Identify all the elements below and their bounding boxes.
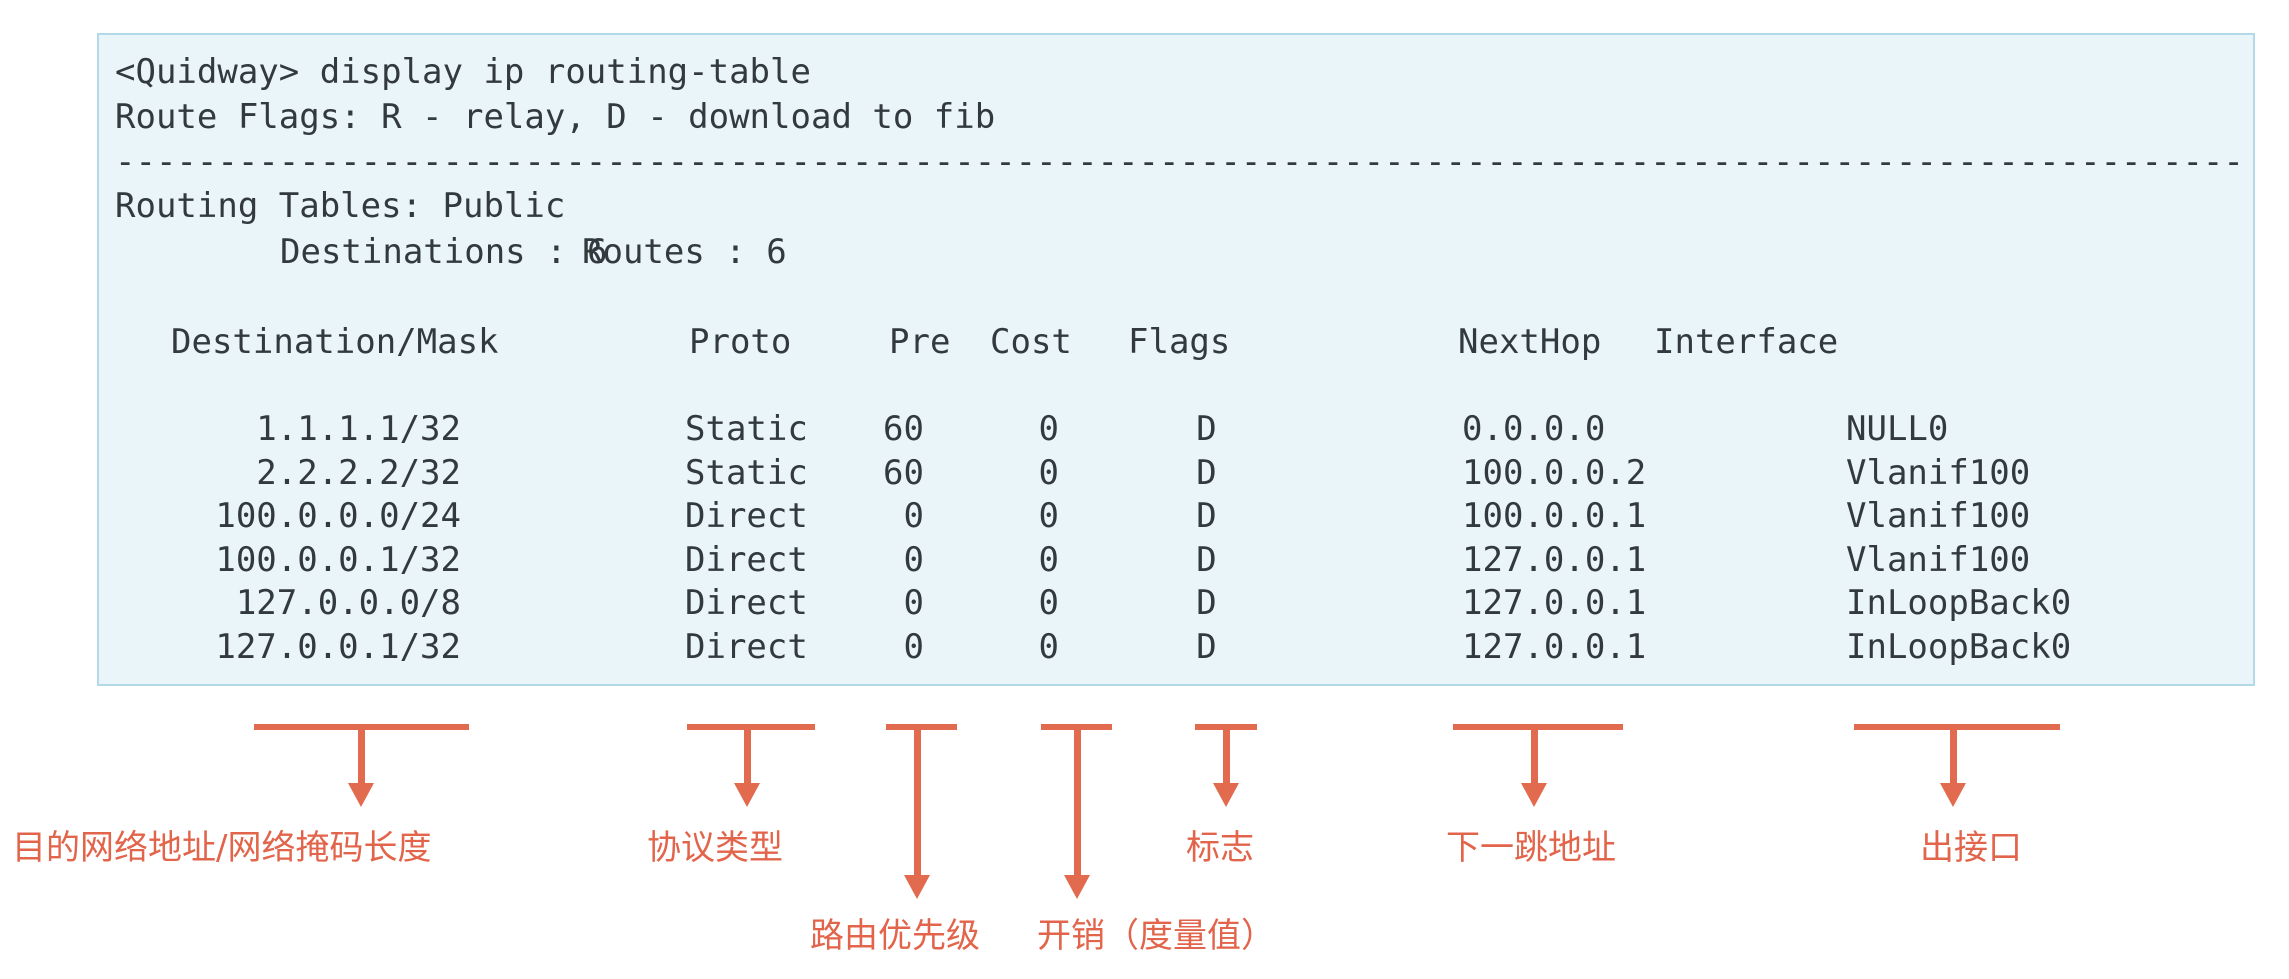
cell-nexthop: 127.0.0.1 <box>1462 583 1647 623</box>
arrow-bar <box>1041 724 1112 730</box>
cell-flags: D <box>1196 583 1217 623</box>
down-arrow-icon <box>904 875 930 899</box>
cell-pre: 0 <box>903 583 924 623</box>
route-flags-line: Route Flags: R - relay, D - download to … <box>99 95 2253 139</box>
summary-line: Destinations : 6 Routes : 6 <box>99 230 2253 274</box>
arrow-stem <box>1950 730 1957 783</box>
destinations-count: Destinations : 6 <box>280 232 608 272</box>
cell-cost: 0 <box>1038 583 1059 623</box>
arrow-stem <box>358 730 365 783</box>
cell-nexthop: 0.0.0.0 <box>1462 409 1606 449</box>
arrow-bar <box>687 724 815 730</box>
annotation-label-proto: 协议类型 <box>647 828 783 868</box>
routes-count: Routes : 6 <box>582 232 787 272</box>
cell-nexthop: 100.0.0.2 <box>1462 453 1647 493</box>
down-arrow-icon <box>348 783 374 807</box>
arrow-bar <box>1195 724 1257 730</box>
cell-flags: D <box>1196 496 1217 536</box>
annotation-label-flags: 标志 <box>1186 828 1254 868</box>
annotation-label-nexthop: 下一跳地址 <box>1446 828 1616 868</box>
cell-destination: 127.0.0.0/8 <box>235 583 461 623</box>
header-proto: Proto <box>689 322 792 362</box>
header-destination-mask: Destination/Mask <box>171 322 499 362</box>
command-text: <Quidway> display ip routing-table <box>115 52 811 92</box>
annotation-label-pre: 路由优先级 <box>810 916 980 956</box>
cell-pre: 0 <box>903 540 924 580</box>
table-header-row: Destination/Mask Proto Pre Cost Flags Ne… <box>99 320 2253 364</box>
table-row: 127.0.0.0/8 Direct 0 0 D 127.0.0.1 InLoo… <box>99 581 2253 625</box>
arrow-stem <box>1074 730 1081 875</box>
cell-pre: 60 <box>883 409 924 449</box>
cell-cost: 0 <box>1038 540 1059 580</box>
cell-destination: 1.1.1.1/32 <box>256 409 461 449</box>
cell-cost: 0 <box>1038 627 1059 667</box>
arrow-bar <box>886 724 957 730</box>
command-line: <Quidway> display ip routing-table <box>99 50 2253 94</box>
header-flags: Flags <box>1128 322 1231 362</box>
routing-tables-line: Routing Tables: Public <box>99 184 2253 228</box>
cell-interface: InLoopBack0 <box>1846 627 2072 667</box>
table-row: 100.0.0.1/32 Direct 0 0 D 127.0.0.1 Vlan… <box>99 538 2253 582</box>
cell-nexthop: 127.0.0.1 <box>1462 627 1647 667</box>
arrow-stem <box>1223 730 1230 783</box>
cell-proto: Static <box>685 453 808 493</box>
cell-interface: Vlanif100 <box>1846 496 2031 536</box>
cell-cost: 0 <box>1038 453 1059 493</box>
cell-proto: Direct <box>685 583 808 623</box>
header-nexthop: NextHop <box>1458 322 1602 362</box>
table-row: 1.1.1.1/32 Static 60 0 D 0.0.0.0 NULL0 <box>99 407 2253 451</box>
cell-destination: 2.2.2.2/32 <box>256 453 461 493</box>
cell-nexthop: 127.0.0.1 <box>1462 540 1647 580</box>
cell-interface: Vlanif100 <box>1846 540 2031 580</box>
cell-nexthop: 100.0.0.1 <box>1462 496 1647 536</box>
terminal-output-panel: <Quidway> display ip routing-table Route… <box>97 33 2255 686</box>
down-arrow-icon <box>1213 783 1239 807</box>
routing-tables-text: Routing Tables: Public <box>115 186 566 226</box>
annotation-label-destination-mask: 目的网络地址/网络掩码长度 <box>12 828 432 868</box>
annotation-label-interface: 出接口 <box>1920 828 2022 868</box>
cell-destination: 100.0.0.1/32 <box>215 540 461 580</box>
header-interface: Interface <box>1654 322 1839 362</box>
header-pre: Pre <box>889 322 951 362</box>
cell-flags: D <box>1196 409 1217 449</box>
arrow-bar <box>1453 724 1623 730</box>
cell-destination: 100.0.0.0/24 <box>215 496 461 536</box>
cell-proto: Direct <box>685 627 808 667</box>
cell-interface: NULL0 <box>1846 409 1949 449</box>
arrow-stem <box>744 730 751 783</box>
cell-cost: 0 <box>1038 409 1059 449</box>
table-row: 100.0.0.0/24 Direct 0 0 D 100.0.0.1 Vlan… <box>99 494 2253 538</box>
cell-destination: 127.0.0.1/32 <box>215 627 461 667</box>
header-cost: Cost <box>990 322 1072 362</box>
arrow-stem <box>914 730 921 875</box>
table-row: 2.2.2.2/32 Static 60 0 D 100.0.0.2 Vlani… <box>99 451 2253 495</box>
cell-pre: 0 <box>903 496 924 536</box>
down-arrow-icon <box>1064 875 1090 899</box>
cell-flags: D <box>1196 453 1217 493</box>
annotation-label-cost: 开销（度量值） <box>1037 916 1275 956</box>
cell-proto: Static <box>685 409 808 449</box>
separator-text: ----------------------------------------… <box>115 142 2244 182</box>
down-arrow-icon <box>1521 783 1547 807</box>
arrow-bar <box>254 724 469 730</box>
cell-proto: Direct <box>685 496 808 536</box>
table-row: 127.0.0.1/32 Direct 0 0 D 127.0.0.1 InLo… <box>99 625 2253 669</box>
down-arrow-icon <box>1940 783 1966 807</box>
cell-pre: 60 <box>883 453 924 493</box>
cell-pre: 0 <box>903 627 924 667</box>
arrow-stem <box>1531 730 1538 783</box>
arrow-bar <box>1854 724 2060 730</box>
down-arrow-icon <box>734 783 760 807</box>
cell-proto: Direct <box>685 540 808 580</box>
cell-flags: D <box>1196 540 1217 580</box>
route-flags-text: Route Flags: R - relay, D - download to … <box>115 97 996 137</box>
cell-flags: D <box>1196 627 1217 667</box>
cell-cost: 0 <box>1038 496 1059 536</box>
cell-interface: Vlanif100 <box>1846 453 2031 493</box>
cell-interface: InLoopBack0 <box>1846 583 2072 623</box>
separator-line: ----------------------------------------… <box>99 140 2253 184</box>
